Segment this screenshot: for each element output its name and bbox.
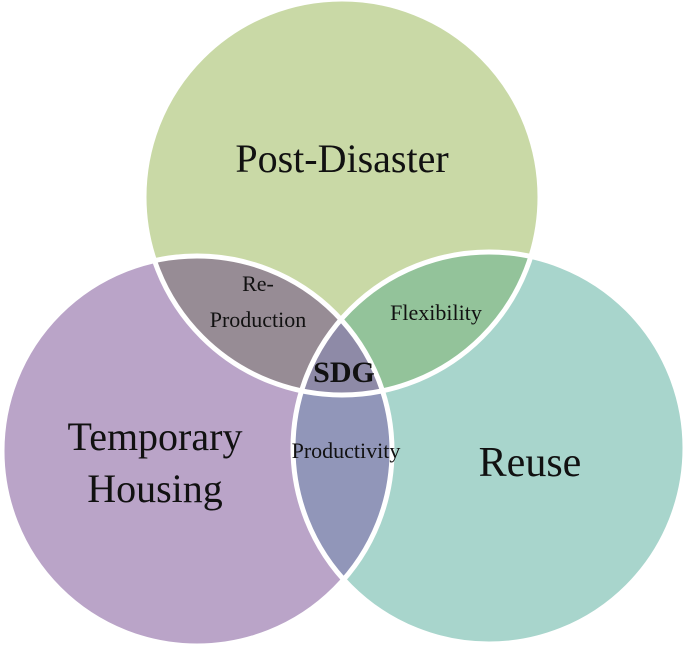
label-productivity: Productivity: [292, 438, 401, 463]
label-flexibility: Flexibility: [390, 300, 482, 325]
label-sdg: SDG: [313, 356, 375, 389]
label-temporary-housing-line1: Temporary: [68, 414, 243, 459]
label-reuse: Reuse: [479, 440, 582, 486]
label-re-production-line2: Production: [210, 307, 307, 332]
outline-temporary-housing: [0, 253, 395, 647]
region-post-temporary: [144, 256, 392, 395]
label-post-disaster: Post-Disaster: [235, 136, 448, 181]
label-re-production-line1: Re-: [242, 271, 274, 296]
label-temporary-housing-line2: Housing: [87, 466, 223, 511]
region-post-reuse: [293, 252, 540, 395]
outline-post-disaster: [141, 0, 543, 398]
outline-reuse: [290, 249, 685, 647]
